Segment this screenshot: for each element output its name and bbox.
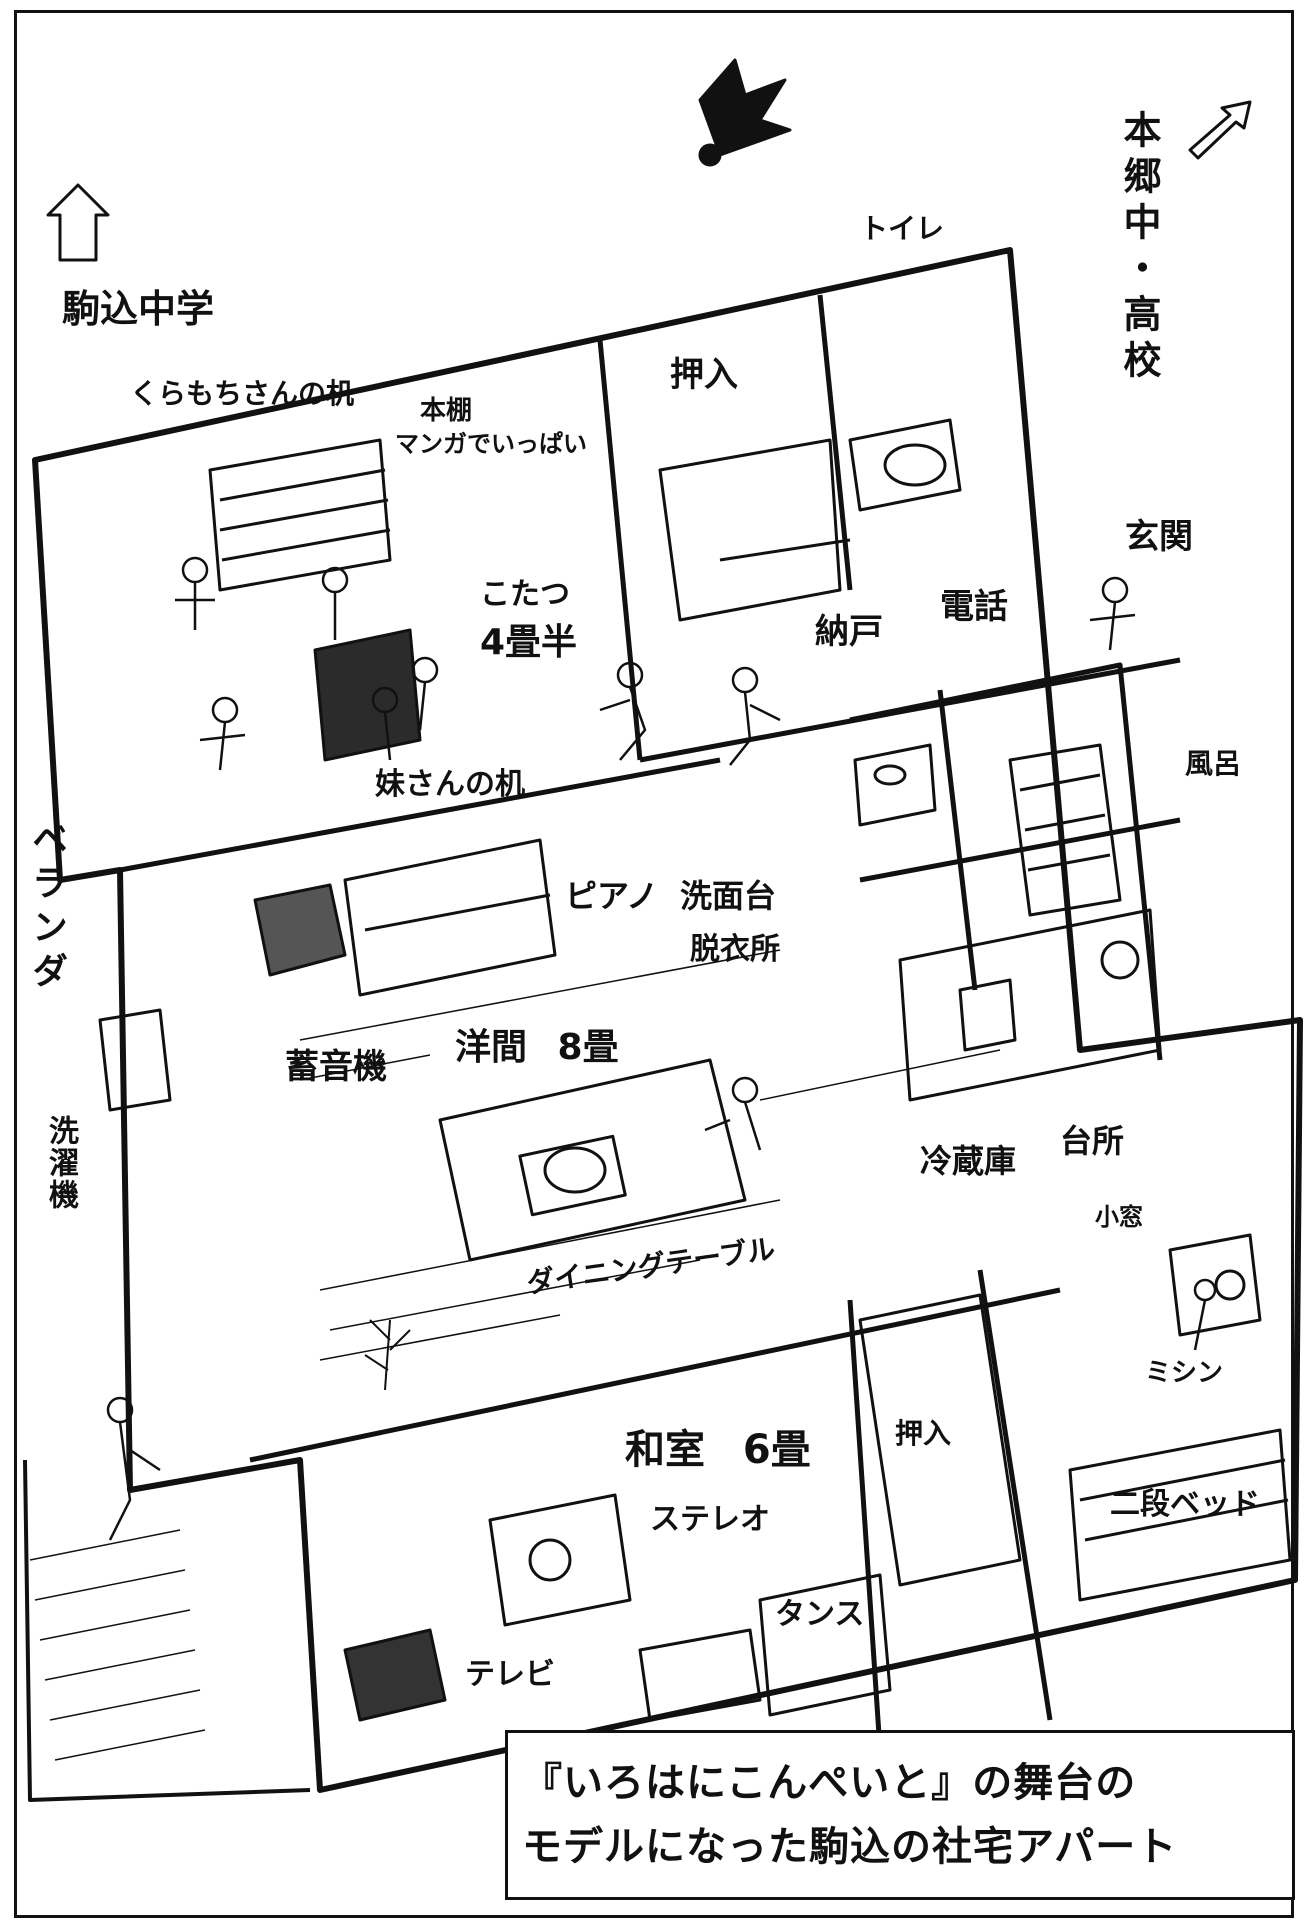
caption-box: 『いろはにこんぺいと』の舞台の モデルになった駒込の社宅アパート xyxy=(505,1730,1295,1900)
north-arrow-icon xyxy=(46,183,110,262)
label-piano: ピアノ xyxy=(565,877,659,915)
label-kitchen: 台所 xyxy=(1060,1122,1125,1160)
label-hongo-school: 本郷中・高校 xyxy=(1117,110,1161,386)
label-washing-machine: 洗濯機 xyxy=(43,1115,78,1211)
caption-line-1: 『いろはにこんぺいと』の舞台の xyxy=(522,1760,1137,1806)
label-western-room: 洋間 8畳 xyxy=(455,1027,619,1068)
label-stereo: ステレオ xyxy=(650,1502,770,1537)
label-small-window: 小窓 xyxy=(1095,1203,1143,1231)
label-veranda: ベランダ xyxy=(26,820,67,996)
caption-line-2: モデルになった駒込の社宅アパート xyxy=(522,1824,1178,1870)
label-bath: 風呂 xyxy=(1185,747,1242,780)
label-toilet: トイレ xyxy=(860,212,945,245)
label-komagome-middle: 駒込中学 xyxy=(62,287,215,331)
label-closet-north: 押入 xyxy=(670,355,738,395)
label-bunk-bed: 二段ベッド xyxy=(1110,1487,1260,1522)
label-storage: 納戸 xyxy=(815,612,883,652)
label-phonograph: 蓄音機 xyxy=(285,1047,387,1087)
label-fridge: 冷蔵庫 xyxy=(920,1142,1017,1180)
label-sister-desk: 妹さんの机 xyxy=(375,767,525,802)
building-outline xyxy=(32,247,1303,1793)
label-manga: マンガでいっぱい xyxy=(395,430,587,458)
label-telephone: 電話 xyxy=(940,587,1008,627)
compass-star-icon xyxy=(698,58,792,167)
label-sewing-machine: ミシン xyxy=(1145,1358,1224,1388)
label-closet-south: 押入 xyxy=(895,1417,952,1450)
label-bookshelf: 本棚 xyxy=(420,396,473,426)
label-room-45: 4畳半 xyxy=(480,622,578,663)
label-tansu: タンス xyxy=(775,1597,865,1632)
label-entrance: 玄関 xyxy=(1125,517,1193,557)
label-japanese-room: 和室 6畳 xyxy=(625,1427,811,1473)
label-kuramochi-desk: くらもちさんの机 xyxy=(130,377,355,410)
label-dressing: 脱衣所 xyxy=(690,932,780,967)
direction-arrow-icon xyxy=(1188,100,1252,160)
label-kotatsu: こたつ xyxy=(480,577,570,612)
label-tv: テレビ xyxy=(465,1657,555,1692)
page-border xyxy=(14,10,1294,1918)
label-washbasin: 洗面台 xyxy=(680,877,777,915)
